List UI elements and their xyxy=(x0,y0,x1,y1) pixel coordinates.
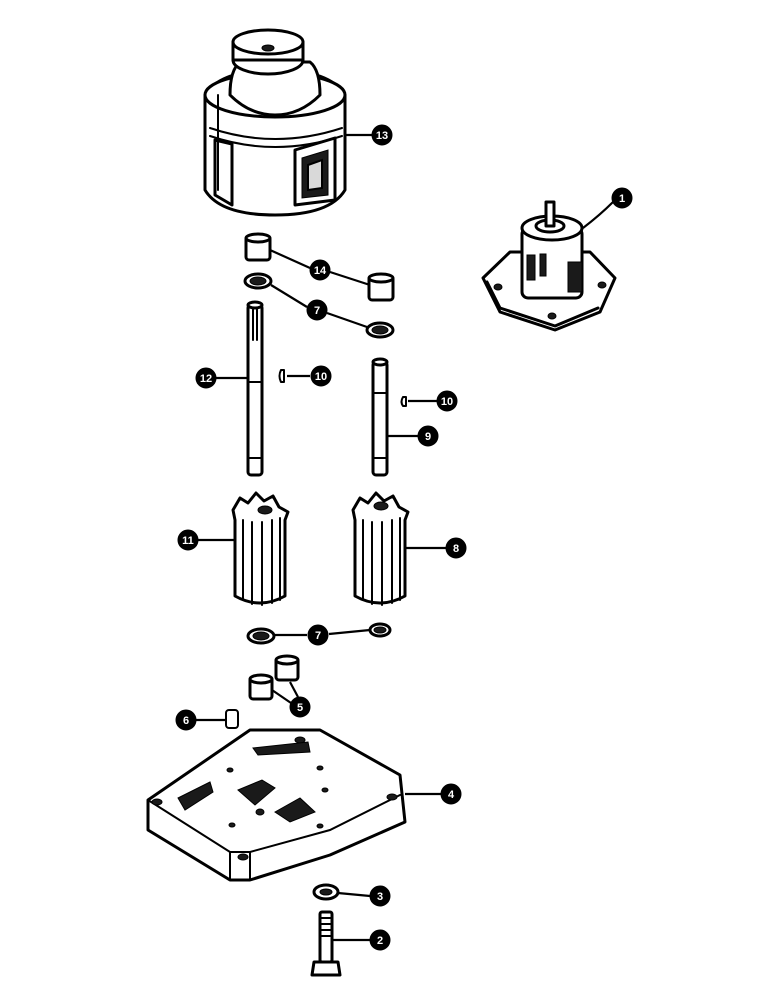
leader-lines xyxy=(196,133,614,942)
svg-text:9: 9 xyxy=(425,431,431,443)
svg-text:14: 14 xyxy=(314,265,327,277)
svg-text:8: 8 xyxy=(453,543,459,555)
callout-1: 1 xyxy=(611,187,633,209)
part-5-bushing-right xyxy=(274,654,300,682)
svg-text:12: 12 xyxy=(200,373,212,385)
svg-text:2: 2 xyxy=(377,935,383,947)
callout-6: 6 xyxy=(175,709,197,731)
part-9-idler-shaft xyxy=(371,357,389,477)
callout-7-upper: 7 xyxy=(306,299,328,321)
part-7-snap-ring-lower-left xyxy=(246,627,276,645)
part-11-drive-gear xyxy=(231,491,290,606)
svg-text:10: 10 xyxy=(441,396,453,408)
part-13-pump-housing xyxy=(203,28,347,217)
part-12-drive-shaft xyxy=(246,300,264,477)
svg-text:3: 3 xyxy=(377,891,383,903)
callout-14: 14 xyxy=(309,259,331,281)
callout-7-lower: 7 xyxy=(307,624,329,646)
part-5-bushing-left xyxy=(248,673,274,701)
callout-10-right: 10 xyxy=(436,390,458,412)
part-14-bushing-upper xyxy=(244,232,272,262)
svg-text:13: 13 xyxy=(376,130,388,142)
svg-text:10: 10 xyxy=(315,371,327,383)
part-2-bolt xyxy=(310,910,342,977)
svg-text:11: 11 xyxy=(182,535,194,547)
callout-10-left: 10 xyxy=(310,365,332,387)
callout-13: 13 xyxy=(371,124,393,146)
part-1-pump-assembly xyxy=(481,200,617,332)
svg-text:7: 7 xyxy=(315,630,321,642)
part-10-key-left xyxy=(278,369,285,383)
part-6-dowel-pin xyxy=(225,709,239,729)
svg-text:4: 4 xyxy=(448,789,455,801)
part-7-snap-ring-upper-right xyxy=(365,321,395,339)
callout-9: 9 xyxy=(417,425,439,447)
callout-3: 3 xyxy=(369,885,391,907)
part-3-washer xyxy=(312,883,340,901)
svg-text:5: 5 xyxy=(297,702,303,714)
part-8-idler-gear xyxy=(351,491,410,606)
part-14-bushing-lower xyxy=(367,272,395,302)
part-10-key-right xyxy=(400,396,407,407)
part-4-pump-cover-plate xyxy=(146,728,407,882)
callout-4: 4 xyxy=(440,783,462,805)
svg-text:7: 7 xyxy=(314,305,320,317)
callout-12: 12 xyxy=(195,367,217,389)
callout-5: 5 xyxy=(289,696,311,718)
svg-text:6: 6 xyxy=(183,715,189,727)
svg-text:1: 1 xyxy=(619,193,625,205)
callout-11: 11 xyxy=(177,529,199,551)
callout-2: 2 xyxy=(369,929,391,951)
part-7-snap-ring-upper-left xyxy=(243,272,273,290)
part-7-snap-ring-lower-right xyxy=(368,622,392,638)
callout-8: 8 xyxy=(445,537,467,559)
